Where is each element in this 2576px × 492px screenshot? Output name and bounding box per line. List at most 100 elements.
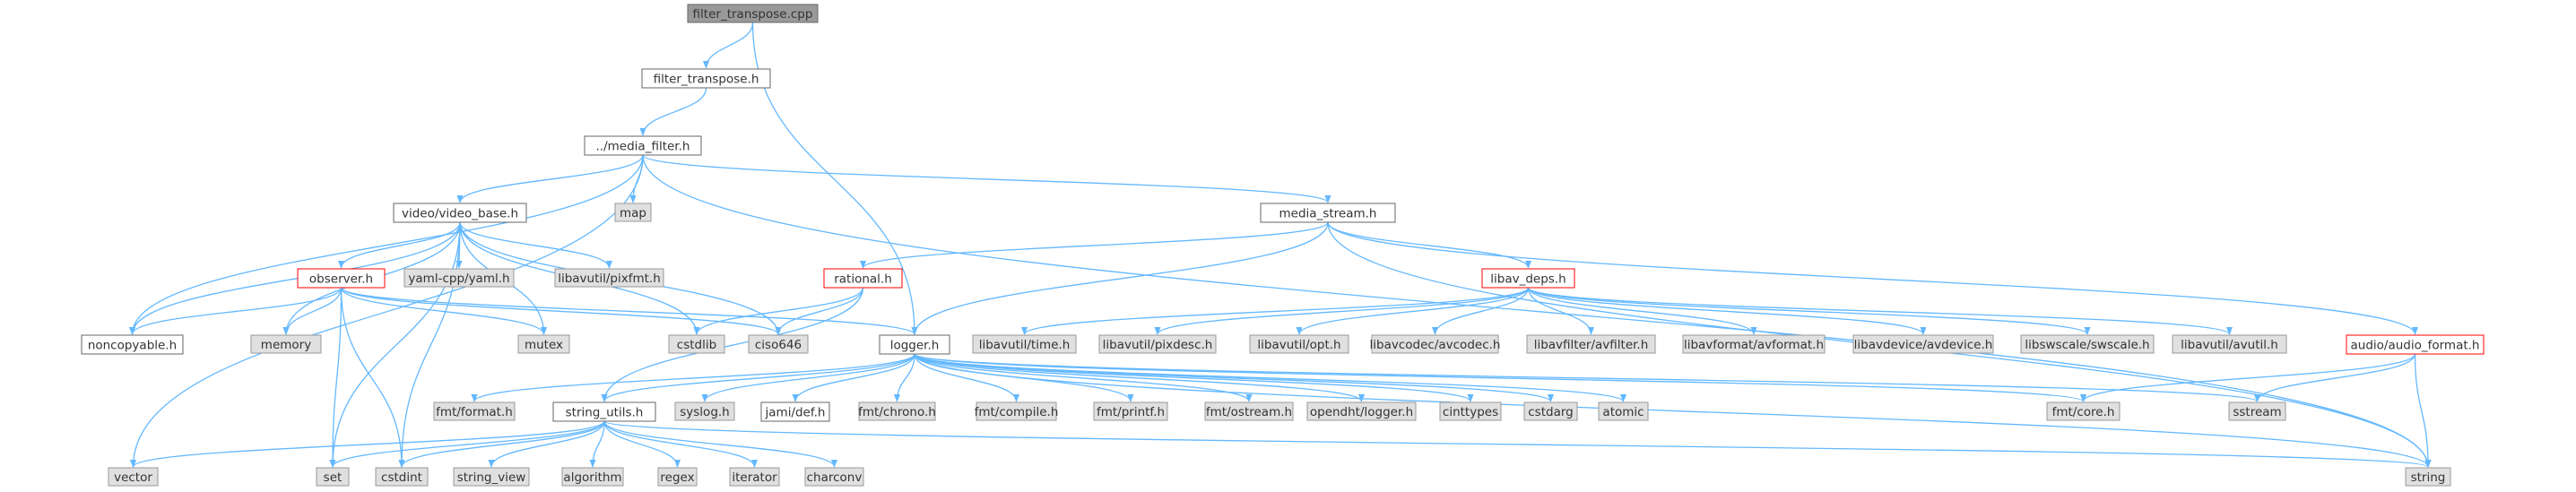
node-box xyxy=(657,467,698,487)
node-cstdint[interactable]: cstdint xyxy=(375,467,429,487)
node-cstdlib[interactable]: cstdlib xyxy=(668,334,725,354)
node-fmt-chrono[interactable]: fmt/chrono.h xyxy=(858,401,936,421)
node-box xyxy=(1306,401,1417,421)
node-box xyxy=(2172,334,2287,354)
node-box xyxy=(554,268,664,288)
node-label: observer.h xyxy=(309,272,373,287)
node-box xyxy=(1204,401,1294,421)
edge-string_utils-to-iterator xyxy=(603,420,759,468)
edge-libav_deps-to-opt xyxy=(1296,287,1530,335)
edge-audio_format-to-string xyxy=(2414,353,2432,468)
edge-observer-to-set xyxy=(329,287,343,468)
node-box xyxy=(250,334,322,354)
node-box xyxy=(674,401,735,421)
edge-string_utils-to-string xyxy=(603,420,2431,468)
edge-media_filter-to-noncopyable xyxy=(128,154,644,335)
node-fmt-compile[interactable]: fmt/compile.h xyxy=(975,401,1059,421)
node-swscale[interactable]: libswscale/swscale.h xyxy=(2020,334,2155,354)
node-avdevice[interactable]: libavdevice/avdevice.h xyxy=(1852,334,1994,354)
node-label: jami/def.h xyxy=(765,406,826,420)
node-box xyxy=(561,467,624,487)
node-audio-format[interactable]: audio/audio_format.h xyxy=(2346,334,2485,355)
node-label: ciso646 xyxy=(755,338,802,352)
edge-logger-to-atomic xyxy=(914,353,1626,402)
node-map[interactable]: map xyxy=(614,203,652,222)
node-fmt-core[interactable]: fmt/core.h xyxy=(2046,401,2121,421)
node-root[interactable]: filter_transpose.cpp xyxy=(687,4,819,23)
edge-libav_deps-to-time xyxy=(1021,287,1530,335)
node-ciso646[interactable]: ciso646 xyxy=(748,334,809,354)
node-memory[interactable]: memory xyxy=(250,334,322,354)
node-vector[interactable]: vector xyxy=(108,467,159,487)
node-string[interactable]: string xyxy=(2405,467,2451,487)
node-media-filter[interactable]: ../media_filter.h xyxy=(584,135,702,156)
node-box xyxy=(641,68,771,89)
node-jami-def[interactable]: jami/def.h xyxy=(760,401,830,422)
node-set[interactable]: set xyxy=(316,467,350,487)
node-label: sstream xyxy=(2233,405,2281,419)
edge-string_utils-to-vector xyxy=(130,420,605,468)
node-box xyxy=(1852,334,1994,354)
edge-video_base-to-noncopyable xyxy=(128,221,461,335)
node-string-utils[interactable]: string_utils.h xyxy=(552,401,656,422)
node-mutex[interactable]: mutex xyxy=(517,334,570,354)
node-box xyxy=(1439,401,1502,421)
edge-string_utils-to-algorithm xyxy=(589,420,605,468)
node-cstdarg[interactable]: cstdarg xyxy=(1523,401,1578,421)
node-fmt-ostream[interactable]: fmt/ostream.h xyxy=(1204,401,1294,421)
node-video-base[interactable]: video/video_base.h xyxy=(393,203,527,223)
node-sstream[interactable]: sstream xyxy=(2228,401,2286,421)
node-fmt-format[interactable]: fmt/format.h xyxy=(433,401,516,421)
edge-rational-to-ciso646 xyxy=(775,287,864,335)
node-box xyxy=(403,268,515,288)
node-cinttypes[interactable]: cinttypes xyxy=(1439,401,1502,421)
node-noncopyable[interactable]: noncopyable.h xyxy=(81,334,184,355)
node-logger[interactable]: logger.h xyxy=(879,334,950,355)
edge-libav_deps-to-avformat xyxy=(1527,287,1757,335)
node-label: libavutil/opt.h xyxy=(1257,338,1340,352)
node-algorithm[interactable]: algorithm xyxy=(561,467,624,487)
node-box xyxy=(2046,401,2121,421)
node-pixdesc[interactable]: libavutil/pixdesc.h xyxy=(1098,334,1217,354)
node-yaml[interactable]: yaml-cpp/yaml.h xyxy=(403,268,515,288)
edge-media_filter-to-video_base xyxy=(456,154,644,203)
node-label: libavfilter/avfilter.h xyxy=(1534,338,1649,352)
node-avutil[interactable]: libavutil/avutil.h xyxy=(2172,334,2287,354)
node-rational[interactable]: rational.h xyxy=(823,268,903,289)
edge-libav_deps-to-avfilter xyxy=(1527,287,1595,335)
node-label: video/video_base.h xyxy=(402,207,518,221)
node-avcodec[interactable]: libavcodec/avcodec.h xyxy=(1370,334,1501,354)
node-label: fmt/format.h xyxy=(436,405,513,419)
node-regex[interactable]: regex xyxy=(657,467,698,487)
edge-libav_deps-to-avcodec xyxy=(1431,287,1530,335)
node-media-stream[interactable]: media_stream.h xyxy=(1260,203,1396,223)
node-label: fmt/chrono.h xyxy=(858,405,936,419)
node-label: iterator xyxy=(732,470,777,485)
node-avfilter[interactable]: libavfilter/avfilter.h xyxy=(1526,334,1656,354)
node-pixfmt[interactable]: libavutil/pixfmt.h xyxy=(554,268,664,288)
node-opt[interactable]: libavutil/opt.h xyxy=(1249,334,1349,354)
node-iterator[interactable]: iterator xyxy=(729,467,780,487)
node-observer[interactable]: observer.h xyxy=(297,268,386,289)
node-label: fmt/printf.h xyxy=(1097,405,1165,419)
node-box xyxy=(2228,401,2286,421)
edge-logger-to-string_utils xyxy=(601,353,915,402)
node-fmt-printf[interactable]: fmt/printf.h xyxy=(1093,401,1168,421)
node-box xyxy=(1682,334,1826,354)
node-label: media_stream.h xyxy=(1279,207,1377,221)
edge-root-to-ft_h xyxy=(702,22,754,69)
node-ft-h[interactable]: filter_transpose.h xyxy=(641,68,771,89)
edge-media_filter-to-string xyxy=(642,154,2432,468)
nodes-layer: filter_transpose.cpp filter_transpose.h..… xyxy=(81,4,2485,487)
node-libav-deps[interactable]: libav_deps.h xyxy=(1481,268,1575,289)
node-atomic[interactable]: atomic xyxy=(1598,401,1649,421)
node-label: filter_transpose.cpp xyxy=(693,7,813,22)
node-syslog[interactable]: syslog.h xyxy=(674,401,735,421)
node-avformat[interactable]: libavformat/avformat.h xyxy=(1682,334,1826,354)
node-time[interactable]: libavutil/time.h xyxy=(972,334,1077,354)
node-opendht-logger[interactable]: opendht/logger.h xyxy=(1306,401,1417,421)
node-box xyxy=(1098,334,1217,354)
node-string-view[interactable]: string_view xyxy=(453,467,530,487)
node-charconv[interactable]: charconv xyxy=(804,467,864,487)
edge-media_filter-to-media_stream xyxy=(642,154,1331,203)
